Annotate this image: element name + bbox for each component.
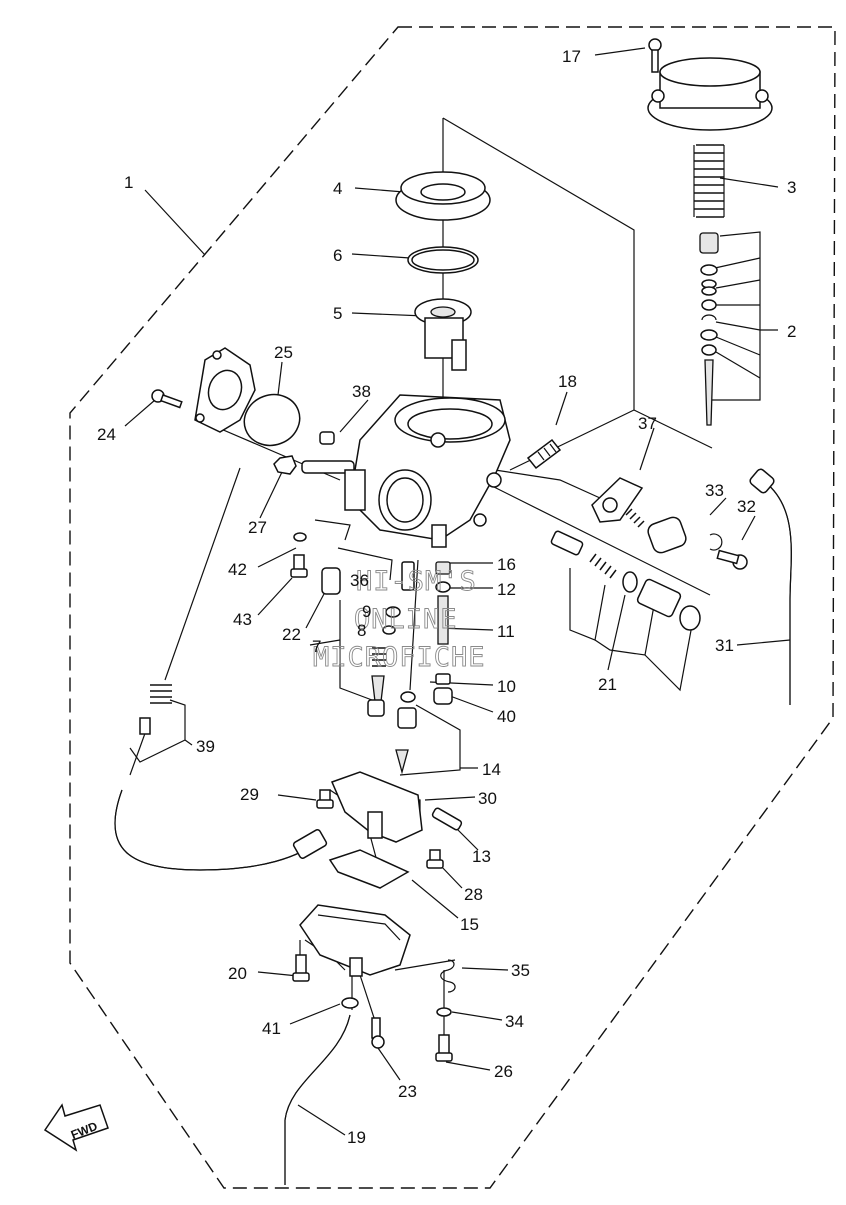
- ring-6: [407, 246, 479, 274]
- callout-24: 24: [97, 425, 116, 444]
- clip-35: [440, 959, 456, 993]
- callout-13: 13: [472, 847, 491, 866]
- callout-4: 4: [333, 179, 342, 198]
- needle-set-2: [699, 232, 719, 426]
- callout-34: 34: [505, 1012, 524, 1031]
- carburetor-body: [301, 394, 511, 548]
- callout-8: 8: [357, 621, 366, 640]
- callout-6: 6: [333, 246, 342, 265]
- nut-27: [273, 455, 297, 475]
- callout-37: 37: [638, 414, 657, 433]
- callout-30: 30: [478, 789, 497, 808]
- screw-28: [426, 849, 444, 869]
- hose-19: [284, 1014, 351, 1185]
- leader-lines: [124, 47, 791, 1136]
- screw-18: [526, 438, 562, 470]
- callout-1: 1: [124, 173, 133, 192]
- callout-36: 36: [350, 571, 369, 590]
- callout-18: 18: [558, 372, 577, 391]
- callout-41: 41: [262, 1019, 281, 1038]
- pilot-screw-set-21: [550, 530, 701, 631]
- callout-21: 21: [598, 675, 617, 694]
- clamp-41: [341, 997, 359, 1009]
- plate-24: [194, 347, 256, 433]
- callout-29: 29: [240, 785, 259, 804]
- callout-9: 9: [362, 602, 371, 621]
- callout-11: 11: [497, 622, 515, 641]
- pin-13: [431, 807, 463, 831]
- callout-22: 22: [282, 625, 301, 644]
- callout-15: 15: [460, 915, 479, 934]
- screw-43: [290, 554, 308, 578]
- callout-38: 38: [352, 382, 371, 401]
- plug-22: [321, 567, 341, 595]
- callout-23: 23: [398, 1082, 417, 1101]
- callout-labels: 1 2 3 4 5 6 7 8 9 10 11 12 13 14 15 16 1…: [97, 47, 796, 1147]
- screw-29: [316, 789, 334, 809]
- callout-5: 5: [333, 304, 342, 323]
- screw-23: [371, 1017, 385, 1049]
- callout-7: 7: [312, 637, 321, 656]
- jet-stack: [433, 561, 453, 705]
- cable-39: [114, 684, 328, 871]
- screw-32: [716, 549, 748, 570]
- callout-19: 19: [347, 1128, 366, 1147]
- screw-26: [435, 1034, 453, 1062]
- callout-12: 12: [497, 580, 516, 599]
- callout-33: 33: [705, 481, 724, 500]
- watermark-line-2: ONLINE: [354, 604, 458, 635]
- callout-43: 43: [233, 610, 252, 629]
- hose-31: [749, 468, 792, 705]
- assembly-boundary: [69, 26, 836, 1189]
- float-bowl: [299, 904, 411, 977]
- callout-17: 17: [562, 47, 581, 66]
- top-cover: [647, 57, 773, 131]
- gasket-15: [328, 849, 410, 889]
- callout-31: 31: [715, 636, 734, 655]
- washer-42: [293, 532, 307, 542]
- gasket-25: [243, 393, 301, 447]
- callout-20: 20: [228, 964, 247, 983]
- screw-17: [648, 38, 662, 73]
- washer-34: [436, 1007, 452, 1017]
- choke-37: [591, 477, 687, 554]
- callout-35: 35: [511, 961, 530, 980]
- callout-42: 42: [228, 560, 247, 579]
- plug-38: [319, 431, 335, 445]
- callout-16: 16: [497, 555, 516, 574]
- callout-27: 27: [248, 518, 267, 537]
- diaphragm-4: [395, 171, 491, 221]
- parts: [114, 38, 792, 1185]
- callout-26: 26: [494, 1062, 513, 1081]
- callout-14: 14: [482, 760, 501, 779]
- fwd-arrow-icon: FWD: [43, 1103, 109, 1152]
- callout-39: 39: [196, 737, 215, 756]
- piston-5: [414, 298, 472, 371]
- watermark-line-3: MICROFICHE: [313, 642, 486, 673]
- jet-36: [401, 561, 415, 591]
- callout-32: 32: [737, 497, 756, 516]
- needle-valve-14: [395, 691, 417, 775]
- watermark: HI-SM'S ONLINE MICROFICHE: [313, 566, 486, 674]
- float-30: [330, 771, 423, 843]
- callout-2: 2: [787, 322, 796, 341]
- spring-3: [693, 144, 725, 218]
- clip-33: [709, 533, 723, 551]
- oring-9: [385, 606, 401, 618]
- washer-8: [382, 625, 396, 635]
- screw-20: [292, 954, 310, 982]
- callout-40: 40: [497, 707, 516, 726]
- callout-28: 28: [464, 885, 483, 904]
- screw-set-7: [367, 647, 386, 717]
- callout-3: 3: [787, 178, 796, 197]
- callout-25: 25: [274, 343, 293, 362]
- screw-24: [151, 389, 183, 409]
- callout-10: 10: [497, 677, 516, 696]
- watermark-line-1: HI-SM'S: [356, 566, 477, 597]
